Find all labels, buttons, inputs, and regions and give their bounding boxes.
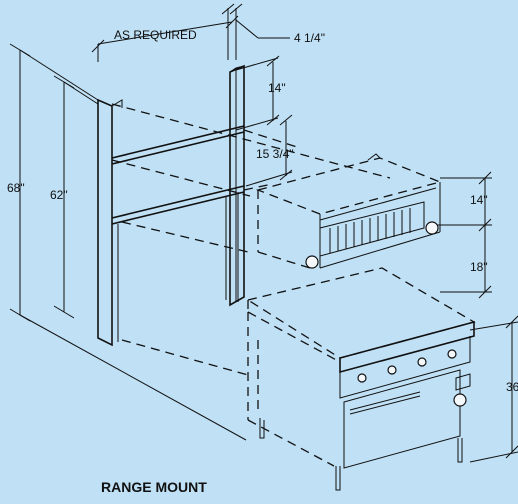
upright-frame [97, 64, 245, 347]
frame-height-label: 62" [50, 188, 68, 202]
range-knobs [357, 349, 457, 383]
overall-height-dimension [9, 43, 247, 441]
shelf-dimensions [235, 55, 293, 187]
broiler-height-label: 14" [470, 193, 488, 207]
drawing-title: RANGE MOUNT [101, 479, 207, 495]
as-required-label: AS REQUIRED [114, 28, 197, 42]
frame-height-dimension [53, 75, 99, 319]
broiler-dimensions [434, 171, 492, 299]
salamander-broiler [255, 153, 443, 269]
broiler-clearance-label: 18" [470, 260, 488, 274]
broiler-grate [329, 208, 411, 253]
offset-dimension [221, 3, 290, 60]
range-height-label: 36 [506, 380, 518, 394]
shelf-depth-label: 14" [268, 81, 286, 95]
range-height-dimension [469, 315, 518, 463]
overall-height-label: 68" [7, 181, 25, 195]
dashed-guides [111, 103, 391, 376]
range-unit [246, 267, 476, 491]
offset-label: 4 1/4" [294, 31, 325, 45]
shelf-gap-label: 15 3/4" [256, 147, 294, 161]
